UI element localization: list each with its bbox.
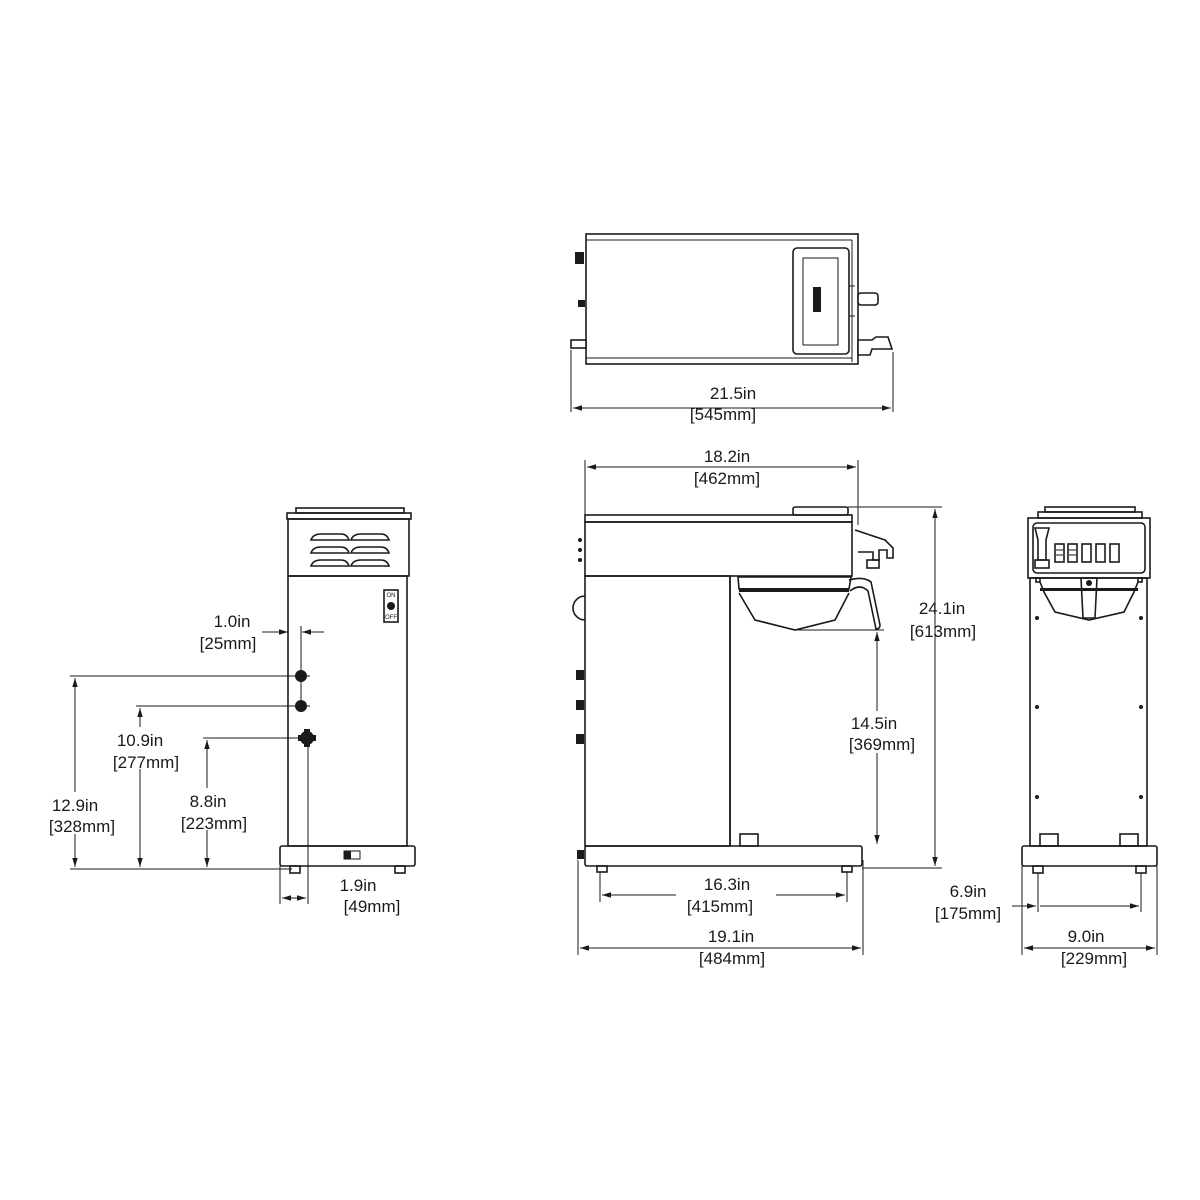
front-width-in: 9.0in (1068, 927, 1105, 946)
fitting-icon (576, 700, 584, 710)
front-support (1039, 833, 1059, 847)
front-view: 6.9in [175mm] 9.0in [229mm] (935, 506, 1158, 968)
front-width-mm: [229mm] (1061, 949, 1127, 968)
offset-in: 1.0in (214, 612, 251, 631)
side-offset-in: 1.9in (340, 876, 377, 895)
side-top-lid (584, 514, 853, 523)
upper-in: 12.9in (52, 796, 98, 815)
back-base (279, 845, 416, 867)
sprayhead-spout (854, 529, 894, 561)
offset-mm: [25mm] (200, 634, 257, 653)
back-upper-body (287, 518, 410, 577)
logo-plate (813, 287, 821, 312)
brew-funnel (738, 592, 850, 631)
drain-fitting-icon (298, 729, 316, 747)
switch-off-label: OFF (385, 615, 397, 621)
side-foot (596, 865, 608, 873)
funnel-handle-front (1080, 577, 1098, 619)
side-top-cover (792, 506, 849, 516)
feet-mm: [415mm] (687, 897, 753, 916)
front-foot (1032, 865, 1044, 874)
side-upper-body (584, 521, 853, 577)
button-icon (1095, 543, 1106, 563)
front-foot (1135, 865, 1147, 874)
panel-screws (1035, 616, 1143, 799)
button-icon (1109, 543, 1120, 563)
back-top-lid (286, 512, 412, 520)
control-buttons (1054, 543, 1120, 563)
fitting-icon (576, 734, 584, 744)
side-height-mm: [613mm] (910, 622, 976, 641)
front-feet-in: 6.9in (950, 882, 987, 901)
handle-icon (857, 292, 879, 306)
upper-mm: [328mm] (49, 817, 115, 836)
front-feet-mm: [175mm] (935, 904, 1001, 923)
middle-mm: [277mm] (113, 753, 179, 772)
clearance-in: 14.5in (851, 714, 897, 733)
side-support (739, 833, 759, 847)
top-width-mm: [545mm] (690, 405, 756, 424)
control-panel (1032, 522, 1146, 574)
fitting-icon (576, 670, 584, 680)
overall-depth-in: 19.1in (708, 927, 754, 946)
fitting-icon (577, 850, 584, 859)
side-foot (841, 865, 853, 873)
top-view-lid-window (802, 257, 839, 346)
button-icon (1067, 543, 1078, 563)
back-view: ON OFF 1.0in [25mm] 12.9in [328mm] (36, 507, 416, 916)
side-offset-mm: [49mm] (344, 897, 401, 916)
fitting-icon (570, 339, 587, 349)
side-depth-mm: [462mm] (694, 469, 760, 488)
funnel-handle (848, 577, 881, 630)
overall-depth-mm: [484mm] (699, 949, 765, 968)
switch-toggle-icon (387, 602, 395, 610)
lower-in: 8.8in (190, 792, 227, 811)
side-switch-bump (572, 595, 586, 621)
vent-slots (309, 533, 391, 567)
faucet-icon (1033, 527, 1051, 561)
clearance-mm: [369mm] (849, 735, 915, 754)
knob-icon (578, 300, 585, 307)
button-icon (1081, 543, 1092, 563)
feet-in: 16.3in (704, 875, 750, 894)
knob-icon (575, 252, 584, 264)
front-support (1119, 833, 1139, 847)
power-switch: ON OFF (383, 589, 399, 623)
front-funnel (1039, 581, 1139, 621)
middle-in: 10.9in (117, 731, 163, 750)
back-foot (394, 865, 406, 874)
lower-mm: [223mm] (181, 814, 247, 833)
button-icon (1054, 543, 1065, 563)
front-top-lid (1037, 511, 1143, 519)
brew-funnel-rim (737, 576, 852, 590)
switch-on-label: ON (387, 593, 396, 599)
side-base (584, 845, 863, 867)
side-depth-in: 18.2in (704, 447, 750, 466)
front-base (1021, 845, 1158, 867)
spigot-icon (857, 336, 894, 356)
top-view: 21.5in [545mm] (570, 233, 894, 424)
side-view: 18.2in [462mm] 24.1in [613mm] 14.5in [36… (572, 447, 976, 968)
side-height-in: 24.1in (919, 599, 965, 618)
side-lower-body (584, 575, 731, 847)
top-view-lid (792, 247, 850, 355)
top-width-in: 21.5in (710, 384, 756, 403)
